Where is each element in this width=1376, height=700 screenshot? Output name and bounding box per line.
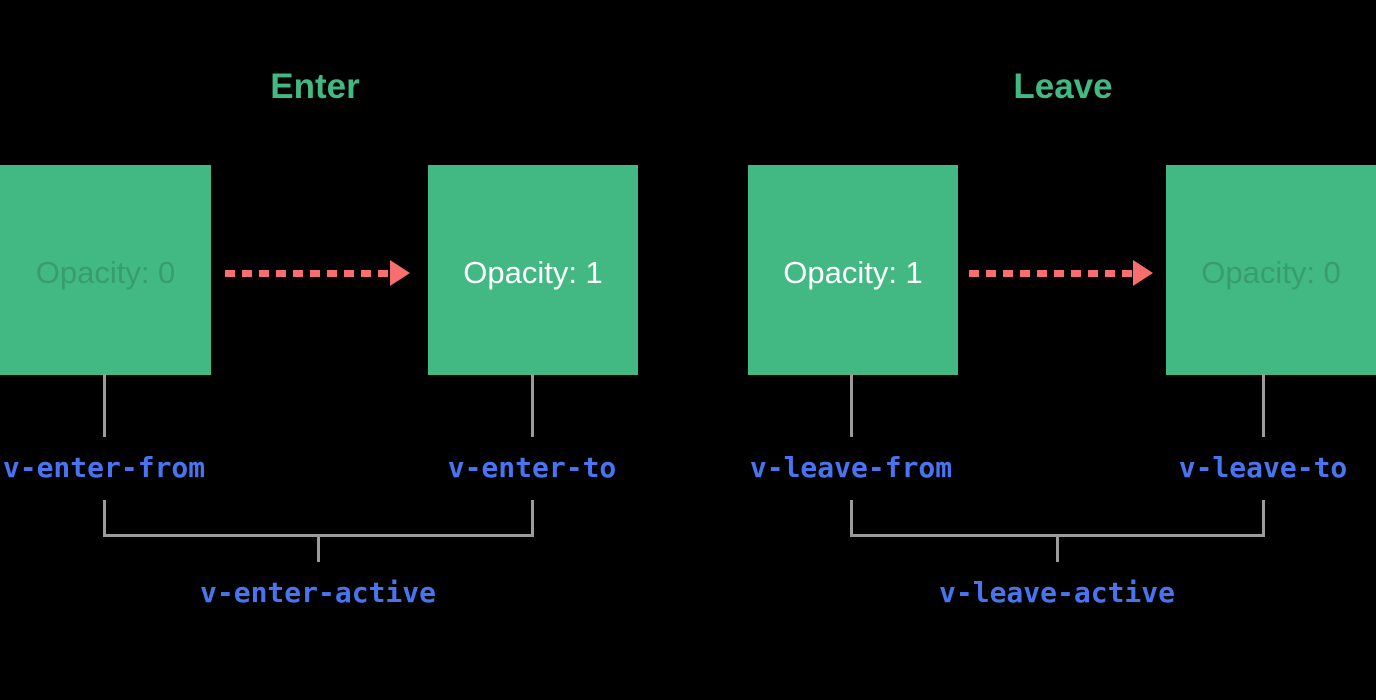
connector-line [1262,374,1265,437]
bracket-stem [317,534,320,562]
enter-section-title: Enter [270,67,360,106]
arrow-head-icon [390,260,410,286]
leave-active-class-label: v-leave-active [938,576,1176,609]
connector-line [531,374,534,437]
enter-to-state-box: Opacity: 1 [428,165,638,375]
opacity-label: Opacity: 0 [35,255,176,290]
opacity-label: Opacity: 1 [783,255,923,290]
enter-transition-arrow-icon [225,260,410,286]
bracket-line [103,500,106,537]
bracket-line [1262,500,1265,537]
leave-from-state-box: Opacity: 1 [748,165,958,375]
enter-from-state-box: Opacity: 0 [0,165,211,375]
enter-to-class-label: v-enter-to [447,451,617,484]
arrow-dashes [969,269,1133,277]
opacity-label: Opacity: 0 [1201,255,1341,290]
bracket-line [850,500,853,537]
opacity-label: Opacity: 1 [463,255,603,290]
leave-from-class-label: v-leave-from [749,451,953,484]
enter-active-class-label: v-enter-active [199,576,437,609]
leave-to-state-box: Opacity: 0 [1166,165,1376,375]
arrow-dashes [225,269,390,277]
leave-to-class-label: v-leave-to [1178,451,1348,484]
bracket-stem [1056,534,1059,562]
leave-transition-arrow-icon [969,260,1153,286]
connector-line [850,374,853,437]
bracket-line [531,500,534,537]
connector-line [103,374,106,437]
enter-from-class-label: v-enter-from [2,451,206,484]
arrow-head-icon [1133,260,1153,286]
leave-section-title: Leave [1013,67,1113,106]
